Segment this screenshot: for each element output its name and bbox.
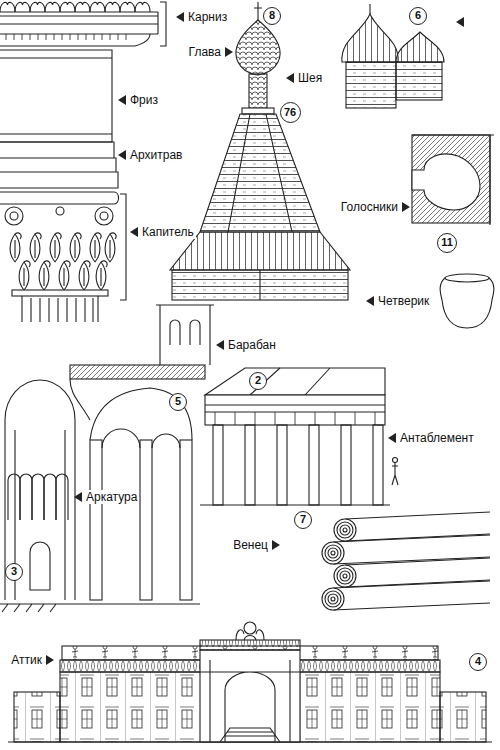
callout-number: 76 bbox=[280, 102, 301, 123]
callout-anchor: 5 bbox=[169, 393, 187, 411]
part-label: Венец bbox=[231, 538, 270, 552]
palace-facade bbox=[8, 622, 492, 742]
callout-number: 7 bbox=[294, 511, 312, 529]
callout-number: 4 bbox=[469, 653, 487, 671]
callout-anchor: 7 bbox=[294, 511, 312, 529]
part-label: Шея bbox=[296, 71, 324, 85]
callout-number: 2 bbox=[249, 372, 267, 390]
callout-number: 3 bbox=[5, 563, 23, 581]
label-anchor: Венец bbox=[231, 538, 270, 552]
part-label: Барабан bbox=[226, 338, 278, 352]
part-label: Карниз bbox=[186, 10, 229, 24]
part-label: Антаблемент bbox=[398, 431, 476, 445]
callout-anchor: 6 bbox=[409, 7, 427, 25]
log-church bbox=[342, 4, 464, 108]
colonnade bbox=[200, 368, 398, 505]
callout-number: 8 bbox=[263, 7, 281, 25]
bracket bbox=[120, 194, 126, 300]
corinthian-order bbox=[0, 2, 166, 322]
label-anchor: Капитель bbox=[140, 225, 196, 239]
callout-anchor: 76 bbox=[280, 102, 301, 123]
part-label: Аттик bbox=[9, 653, 44, 667]
pointer-marks bbox=[118, 12, 374, 306]
tent-church bbox=[170, 2, 350, 300]
label-anchor: Архитрав bbox=[128, 148, 184, 162]
log-corner bbox=[272, 512, 490, 610]
label-anchor: Глава bbox=[187, 45, 223, 59]
callout-anchor: 11 bbox=[437, 233, 457, 253]
callout-anchor: 3 bbox=[5, 563, 23, 581]
label-anchor: Фриз bbox=[128, 93, 160, 107]
label-anchor: Четверик bbox=[376, 294, 431, 308]
bracket bbox=[160, 2, 166, 46]
part-label: Глава bbox=[187, 45, 223, 59]
part-label: Капитель bbox=[140, 225, 196, 239]
callout-number: 6 bbox=[409, 7, 427, 25]
callout-anchor: 8 bbox=[263, 7, 281, 25]
label-anchor: Шея bbox=[296, 71, 324, 85]
label-anchor: Антаблемент bbox=[398, 431, 476, 445]
label-anchor: Карниз bbox=[186, 10, 229, 24]
label-anchor: Аттик bbox=[9, 653, 44, 667]
label-anchor: Голосники bbox=[339, 200, 400, 214]
callout-anchor: 4 bbox=[469, 653, 487, 671]
part-label: Архитрав bbox=[128, 148, 184, 162]
part-label: Аркатура bbox=[84, 490, 139, 504]
callout-number: 11 bbox=[437, 233, 457, 253]
label-anchor: Аркатура bbox=[84, 490, 139, 504]
part-label: Фриз bbox=[128, 93, 160, 107]
church-section bbox=[0, 305, 224, 612]
part-label: Голосники bbox=[339, 200, 400, 214]
label-anchor: Барабан bbox=[226, 338, 278, 352]
part-label: Четверик bbox=[376, 294, 431, 308]
callout-anchor: 2 bbox=[249, 372, 267, 390]
callout-number: 5 bbox=[169, 393, 187, 411]
